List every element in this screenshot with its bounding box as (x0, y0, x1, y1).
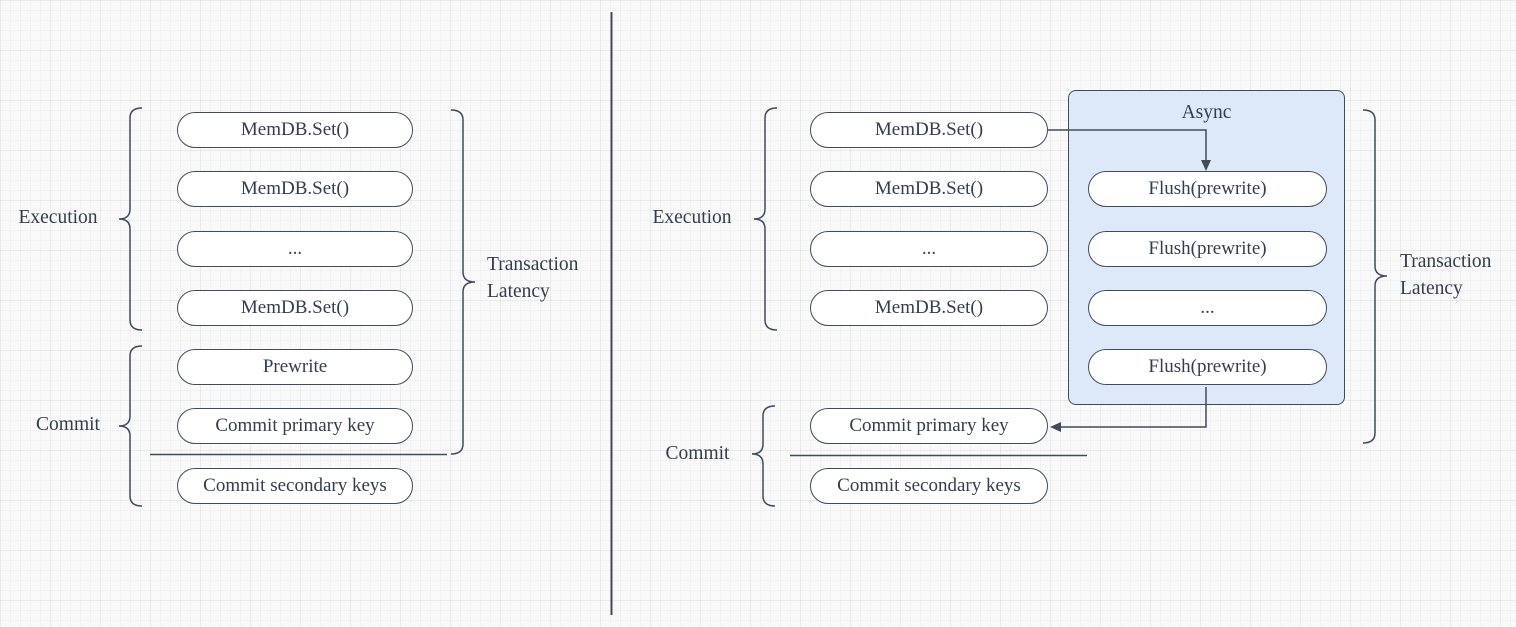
transaction-latency-label-left: Transaction Latency (487, 254, 579, 302)
latency-brace-left (450, 109, 476, 455)
memdb-set-box-right-3: MemDB.Set() (810, 290, 1048, 326)
flush-to-commit-arrowhead-icon (1050, 422, 1061, 432)
memdb-set-box-right-2: MemDB.Set() (810, 171, 1048, 207)
execution-brace-right (753, 107, 778, 331)
memdb-set-box-left-1: MemDB.Set() (177, 112, 413, 148)
commit-primary-key-box-left: Commit primary key (177, 408, 413, 444)
memdb-set-box-right-1: MemDB.Set() (810, 112, 1048, 148)
commit-secondary-keys-box-right: Commit secondary keys (810, 468, 1048, 504)
ellipsis-box-async: ... (1088, 290, 1327, 326)
commit-brace-left (118, 345, 143, 507)
execution-brace-left (118, 107, 143, 331)
commit-primary-key-box-right: Commit primary key (810, 408, 1048, 444)
commit-brace-right (751, 405, 776, 507)
flush-prewrite-box-2: Flush(prewrite) (1088, 231, 1327, 267)
commit-secondary-keys-box-left: Commit secondary keys (177, 468, 413, 504)
ellipsis-box-right: ... (810, 231, 1048, 267)
transaction-latency-label-right: Transaction Latency (1400, 251, 1492, 299)
commit-label-left: Commit (36, 414, 100, 435)
prewrite-box-left: Prewrite (177, 349, 413, 385)
commit-label-right: Commit (665, 443, 730, 464)
flush-prewrite-box-3: Flush(prewrite) (1088, 349, 1327, 385)
memdb-set-box-left-3: MemDB.Set() (177, 290, 413, 326)
flush-prewrite-box-1: Flush(prewrite) (1088, 171, 1327, 207)
memdb-set-box-left-2: MemDB.Set() (177, 171, 413, 207)
execution-label-left: Execution (18, 207, 98, 228)
ellipsis-box-left: ... (177, 231, 413, 267)
execution-label-right: Execution (652, 207, 732, 228)
async-title: Async (1181, 102, 1232, 123)
latency-brace-right (1362, 109, 1388, 444)
